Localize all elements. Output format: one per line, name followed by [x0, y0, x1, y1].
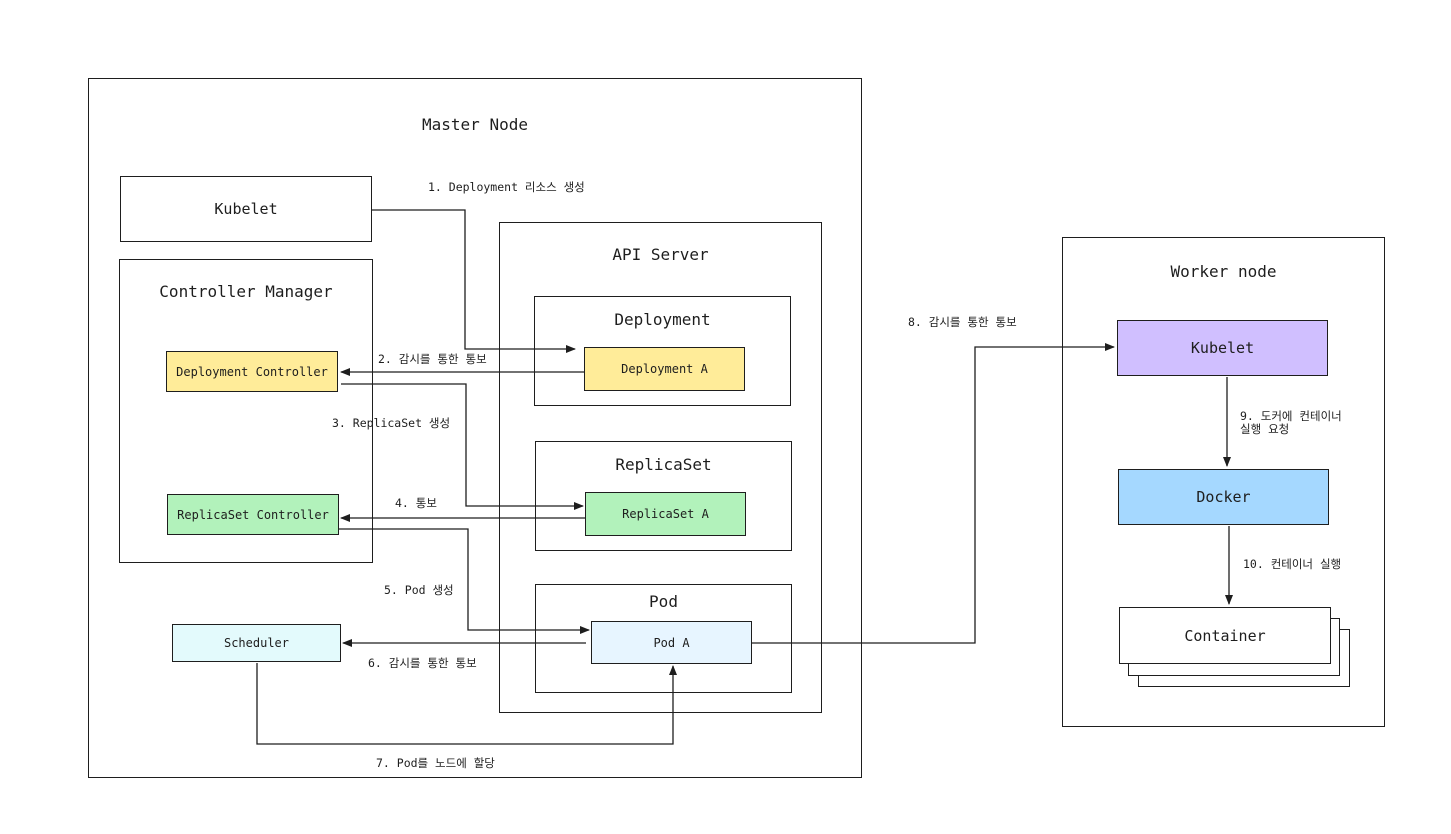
container-label: Container — [1184, 626, 1266, 645]
worker-node-title: Worker node — [1170, 262, 1277, 281]
deployment-group-title: Deployment — [614, 310, 711, 329]
replicaset-controller: ReplicaSet Controller — [167, 494, 339, 535]
master-kubelet: Kubelet — [120, 176, 372, 242]
docker-label: Docker — [1196, 488, 1251, 506]
edge-1-label: 1. Deployment 리소스 생성 — [428, 180, 585, 194]
pod-a: Pod A — [591, 621, 752, 664]
replicaset-a-label: ReplicaSet A — [622, 507, 709, 521]
master-kubelet-label: Kubelet — [214, 200, 278, 218]
edge-9-label: 9. 도커에 컨테이너 실행 요청 — [1240, 409, 1342, 436]
pod-group-title: Pod — [649, 592, 678, 611]
edge-2-label: 2. 감시를 통한 통보 — [378, 352, 487, 366]
worker-kubelet-label: Kubelet — [1190, 339, 1255, 357]
edge-6-label: 6. 감시를 통한 통보 — [368, 656, 477, 670]
docker: Docker — [1118, 469, 1329, 525]
scheduler: Scheduler — [172, 624, 341, 662]
edge-4-label: 4. 통보 — [395, 496, 437, 510]
deployment-controller-label: Deployment Controller — [176, 364, 328, 379]
edge-8-label: 8. 감시를 통한 통보 — [908, 315, 1017, 329]
replicaset-group-title: ReplicaSet — [615, 455, 712, 474]
worker-kubelet: Kubelet — [1117, 320, 1328, 376]
edge-5-label: 5. Pod 생성 — [384, 583, 454, 597]
replicaset-a: ReplicaSet A — [585, 492, 746, 536]
deployment-controller: Deployment Controller — [166, 351, 338, 392]
edge-10-label: 10. 컨테이너 실행 — [1243, 557, 1342, 571]
deployment-a: Deployment A — [584, 347, 745, 391]
edge-7-label: 7. Pod를 노드에 할당 — [376, 756, 495, 770]
replicaset-controller-label: ReplicaSet Controller — [177, 507, 329, 522]
deployment-a-label: Deployment A — [621, 362, 708, 376]
edge-3-label: 3. ReplicaSet 생성 — [332, 416, 451, 430]
container: Container — [1119, 607, 1331, 664]
scheduler-label: Scheduler — [223, 636, 290, 650]
master-node-title: Master Node — [422, 115, 528, 134]
controller-manager-title: Controller Manager — [159, 282, 333, 301]
pod-a-label: Pod A — [653, 635, 690, 650]
api-server-title: API Server — [612, 245, 709, 264]
